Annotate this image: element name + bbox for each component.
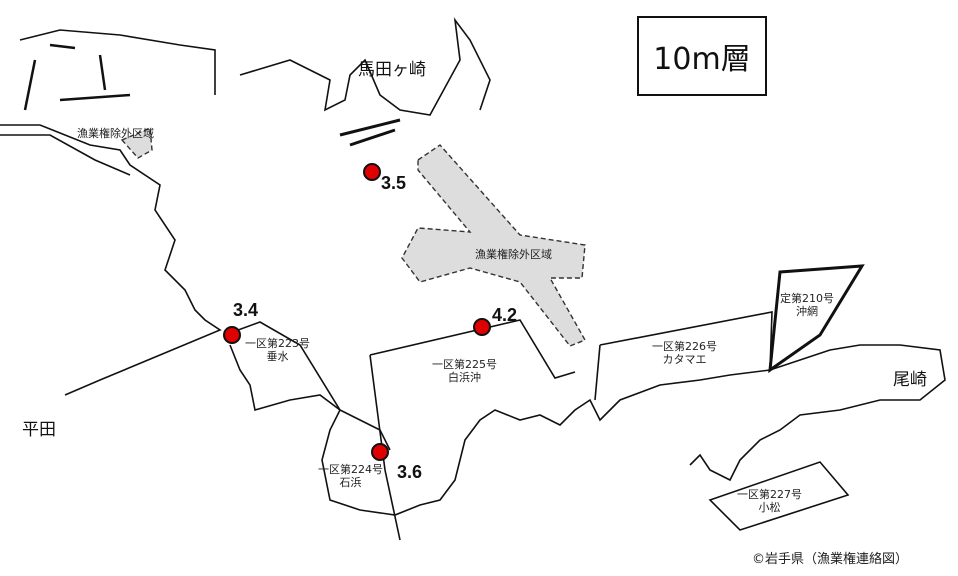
zone-label-226: 一区第226号カタマエ <box>652 340 717 366</box>
zone-210-boundary <box>768 264 865 374</box>
place-umadagasaki: 馬田ヶ崎 <box>358 60 426 80</box>
exclusion-label-2: 漁業権除外区域 <box>475 248 552 261</box>
zone-226-number: 一区第226号 <box>652 340 717 353</box>
station-value: 3.5 <box>381 173 407 193</box>
zone-227-number: 一区第227号 <box>737 488 802 501</box>
zone-210-name: 沖網 <box>796 305 818 318</box>
zone-224-name: 石浜 <box>339 476 362 489</box>
place-hirata: 平田 <box>22 420 56 440</box>
zone-225-boundary <box>369 319 576 541</box>
exclusion-label-1: 漁業権除外区域 <box>77 127 154 140</box>
zone-label-225: 一区第225号白浜沖 <box>432 358 497 384</box>
zone-227-name: 小松 <box>758 501 781 514</box>
breakwater <box>339 118 401 147</box>
place-ozaki: 尾崎 <box>893 370 927 390</box>
zone-223-number: 一区第223号 <box>245 337 310 350</box>
harbour-wall <box>23 43 131 111</box>
zone-223-name: 垂水 <box>266 350 289 363</box>
zone-label-223: 一区第223号垂水 <box>245 337 310 363</box>
zone-224-number: 一区第224号 <box>318 463 383 476</box>
station-point <box>473 318 491 336</box>
zone-226-name: カタマエ <box>662 353 707 366</box>
station-value: 3.6 <box>397 462 423 482</box>
zone-227-boundary <box>708 461 850 531</box>
layer-title: 10m層 <box>637 16 767 96</box>
station-point <box>363 163 381 181</box>
zone-label-210: 定第210号沖網 <box>780 292 834 318</box>
zone-223-boundary <box>229 321 391 451</box>
zone-210-number: 定第210号 <box>780 292 834 305</box>
station-point <box>223 326 241 344</box>
station-value: 4.2 <box>492 305 518 325</box>
exclusion-zone-1 <box>120 126 153 159</box>
coastline-west <box>0 124 222 396</box>
station-value: 3.4 <box>233 300 259 320</box>
credit: ©岩手県（漁業権連絡図） <box>752 552 909 567</box>
coastline-north <box>19 17 491 116</box>
zone-225-name: 白浜沖 <box>448 371 481 384</box>
zone-225-number: 一区第225号 <box>432 358 497 371</box>
exclusion-zone-2 <box>401 144 587 347</box>
zone-label-227: 一区第227号小松 <box>737 488 802 514</box>
station-point <box>371 443 389 461</box>
coastline-west-2 <box>0 134 131 176</box>
coastline-south <box>229 344 946 516</box>
zone-label-224: 一区第224号石浜 <box>318 463 383 489</box>
